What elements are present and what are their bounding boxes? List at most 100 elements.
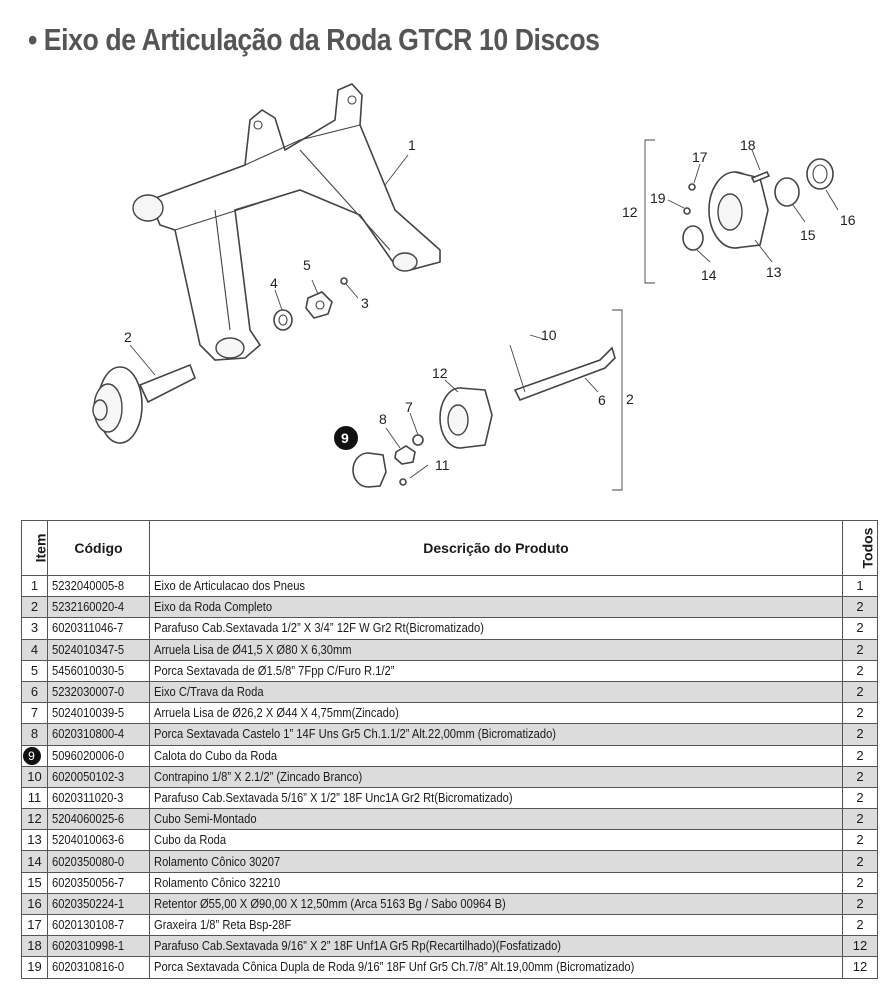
qty-cell-text: 2 bbox=[856, 853, 864, 869]
table-row: 12 5204060025-6 Cubo Semi-Montado 2 bbox=[21, 808, 878, 831]
description-cell-text: Contrapino 1/8” X 2.1/2” (Zincado Branco… bbox=[154, 768, 363, 784]
description-cell: Porca Sextavada de Ø1.5/8” 7Fpp C/Furo R… bbox=[149, 659, 843, 682]
header-qty: Todos bbox=[842, 520, 878, 576]
header-code: Código bbox=[47, 520, 150, 576]
code-cell-text: 6020311020-3 bbox=[52, 789, 124, 805]
item-cell: 8 bbox=[21, 723, 48, 746]
qty-cell-text: 2 bbox=[856, 620, 864, 636]
description-cell: Contrapino 1/8” X 2.1/2” (Zincado Branco… bbox=[149, 765, 843, 788]
qty-cell: 2 bbox=[842, 702, 878, 725]
item-cell: 16 bbox=[21, 892, 48, 916]
qty-cell-text: 2 bbox=[856, 684, 864, 700]
title-text: Eixo de Articulação da Roda GTCR 10 Disc… bbox=[43, 22, 600, 57]
table-header-row: Item Código Descrição do Produto Todos bbox=[21, 520, 878, 576]
description-cell-text: Porca Sextavada Castelo 1” 14F Uns Gr5 C… bbox=[154, 726, 557, 742]
item-cell: 10 bbox=[21, 765, 48, 788]
item-cell-text: 1 bbox=[30, 578, 39, 594]
description-cell-text: Graxeira 1/8” Reta Bsp-28F bbox=[154, 917, 292, 933]
code-cell: 5024010039-5 bbox=[47, 702, 150, 725]
qty-cell-text: 2 bbox=[856, 811, 864, 827]
description-cell: Porca Sextavada Castelo 1” 14F Uns Gr5 C… bbox=[149, 723, 843, 746]
callout-6: 6 bbox=[598, 392, 606, 408]
callout-12-upper: 12 bbox=[622, 204, 638, 220]
callout-15: 15 bbox=[800, 227, 816, 243]
item-cell-text: 19 bbox=[27, 959, 42, 975]
callout-10: 10 bbox=[541, 327, 557, 343]
description-cell: Graxeira 1/8” Reta Bsp-28F bbox=[149, 913, 843, 937]
item-cell-text: 14 bbox=[27, 853, 42, 869]
item-cell-text: 5 bbox=[30, 662, 39, 678]
callout-16: 16 bbox=[840, 212, 856, 228]
item-cell: 6 bbox=[21, 680, 48, 704]
item-cell: 5 bbox=[21, 659, 48, 682]
description-cell-text: Parafuso Cab.Sextavada 9/16” X 2” 18F Un… bbox=[154, 938, 562, 954]
description-cell: Parafuso Cab.Sextavada 9/16” X 2” 18F Un… bbox=[149, 935, 843, 958]
exploded-hub-lower bbox=[352, 344, 616, 488]
code-cell-text: 6020350056-7 bbox=[52, 874, 125, 890]
item-cell-text: 9 bbox=[22, 746, 41, 765]
code-cell-text: 6020310816-0 bbox=[52, 959, 125, 975]
code-cell: 5232030007-0 bbox=[47, 680, 150, 704]
code-cell: 5204060025-6 bbox=[47, 808, 150, 831]
code-cell-text: 5096020006-0 bbox=[52, 747, 125, 763]
qty-cell: 1 bbox=[842, 574, 878, 598]
code-cell-text: 5204060025-6 bbox=[52, 811, 125, 827]
code-cell: 6020311046-7 bbox=[47, 617, 150, 640]
qty-cell: 2 bbox=[842, 596, 878, 619]
callout-labels: 1 2 3 4 5 6 7 8 9 10 11 12 12 13 14 15 1… bbox=[124, 137, 856, 473]
callout-14: 14 bbox=[701, 267, 717, 283]
code-cell-text: 5024010347-5 bbox=[52, 641, 125, 657]
description-cell: Eixo da Roda Completo bbox=[149, 596, 843, 619]
qty-cell: 2 bbox=[842, 892, 878, 916]
callout-5: 5 bbox=[303, 257, 311, 273]
item-cell-text: 6 bbox=[30, 684, 39, 700]
callout-2-bracket: 2 bbox=[626, 391, 634, 407]
item-cell: 11 bbox=[21, 786, 48, 810]
description-cell-text: Cubo Semi-Montado bbox=[154, 811, 257, 827]
item-cell-text: 12 bbox=[27, 811, 42, 827]
description-cell: Retentor Ø55,00 X Ø90,00 X 12,50mm (Arca… bbox=[149, 892, 843, 916]
callout-13: 13 bbox=[766, 264, 782, 280]
leader-lines bbox=[129, 149, 839, 479]
code-cell-text: 6020130108-7 bbox=[52, 917, 125, 933]
item-cell-text: 8 bbox=[30, 726, 39, 742]
item-cell: 15 bbox=[21, 871, 48, 894]
parts-table: Item Código Descrição do Produto Todos 1… bbox=[21, 520, 878, 979]
exploded-parts-diagram: 1 2 3 4 5 6 7 8 9 10 11 12 12 13 14 15 1… bbox=[92, 83, 856, 491]
code-cell: 5456010030-5 bbox=[47, 659, 150, 682]
qty-cell: 2 bbox=[842, 913, 878, 937]
item-cell: 12 bbox=[21, 808, 48, 831]
code-cell: 6020130108-7 bbox=[47, 913, 150, 937]
description-cell-text: Porca Sextavada Cônica Dupla de Roda 9/1… bbox=[154, 959, 635, 975]
code-cell-text: 5232040005-8 bbox=[52, 578, 125, 594]
callout-9: 9 bbox=[341, 430, 349, 446]
description-cell-text: Retentor Ø55,00 X Ø90,00 X 12,50mm (Arca… bbox=[154, 895, 506, 911]
qty-cell: 2 bbox=[842, 723, 878, 746]
callout-19: 19 bbox=[650, 190, 666, 206]
description-cell: Porca Sextavada Cônica Dupla de Roda 9/1… bbox=[149, 956, 843, 979]
table-row: 19 6020310816-0 Porca Sextavada Cônica Dup… bbox=[21, 956, 878, 979]
qty-cell-text: 2 bbox=[856, 895, 864, 911]
item-cell: 2 bbox=[21, 596, 48, 619]
item-cell-text: 18 bbox=[27, 938, 42, 954]
item-cell-text: 2 bbox=[30, 599, 39, 615]
code-cell-text: 6020350080-0 bbox=[52, 853, 125, 869]
qty-cell-text: 2 bbox=[856, 641, 864, 657]
qty-cell-text: 2 bbox=[856, 874, 864, 890]
description-cell: Parafuso Cab.Sextavada 5/16” X 1/2” 18F … bbox=[149, 786, 843, 810]
code-cell: 6020350224-1 bbox=[47, 892, 150, 916]
description-cell-text: Arruela Lisa de Ø41,5 X Ø80 X 6,30mm bbox=[154, 641, 352, 657]
qty-cell: 2 bbox=[842, 786, 878, 810]
table-row: 16 6020350224-1 Retentor Ø55,00 X Ø90,00 X… bbox=[21, 892, 878, 916]
item-cell-text: 16 bbox=[27, 895, 42, 911]
code-cell-text: 6020350224-1 bbox=[52, 895, 125, 911]
